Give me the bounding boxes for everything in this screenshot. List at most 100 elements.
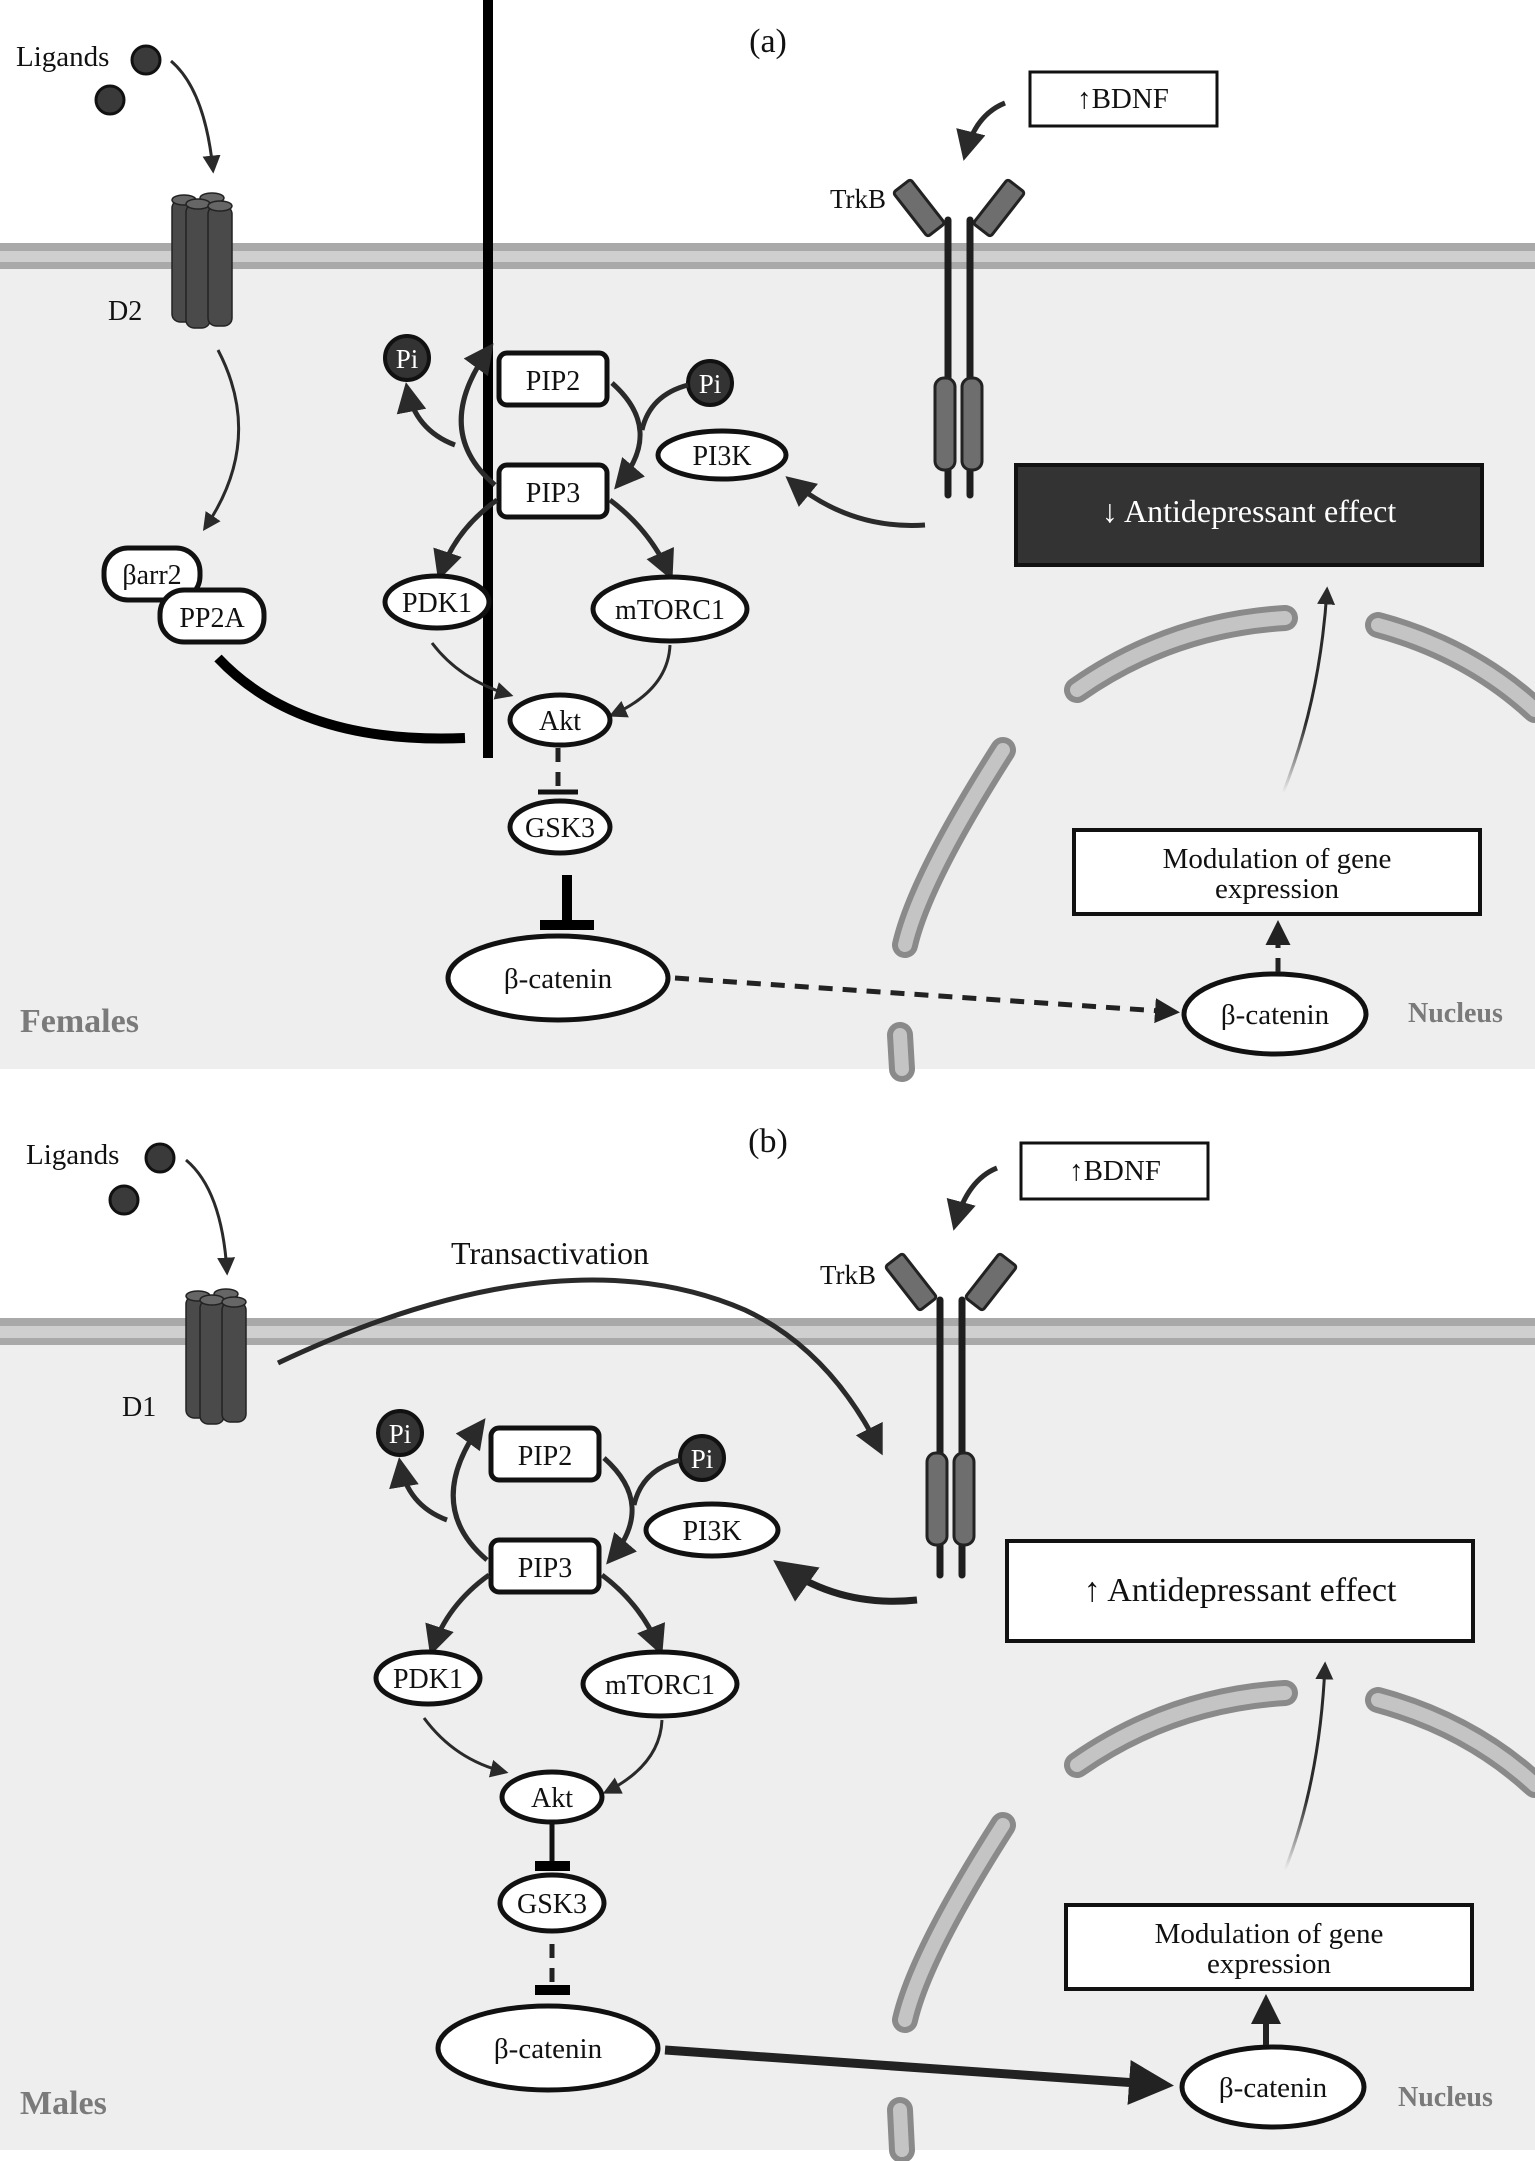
trkb-label: TrkB xyxy=(830,184,886,214)
bcatenin-nuc-label: β-catenin xyxy=(1221,999,1330,1031)
bcatenin-cyto-node xyxy=(435,2003,661,2093)
mtorc1-node xyxy=(580,1649,740,1719)
pi-left-label: Pi xyxy=(389,1419,412,1449)
gene-expression-line2: expression xyxy=(1207,1948,1332,1980)
bdnf-box xyxy=(1019,1141,1210,1201)
barr2-node xyxy=(101,545,203,603)
nucleus-label: Nucleus xyxy=(1398,2082,1493,2113)
gene-to-effect-arrow xyxy=(1283,1661,1334,1871)
pdk1-label: PDK1 xyxy=(393,1664,463,1695)
pip3-to-pip2-arrow xyxy=(458,343,497,487)
pi3k-node xyxy=(643,1501,781,1559)
nucleus-label: Nucleus xyxy=(1408,998,1503,1029)
pip2-node xyxy=(488,1425,602,1483)
akt-label: Akt xyxy=(539,706,581,737)
nuclear-envelope xyxy=(887,605,1535,1082)
gsk3-label: GSK3 xyxy=(525,813,595,844)
bdnf-label: ↑BDNF xyxy=(1077,83,1169,115)
pip2-label: PIP2 xyxy=(518,1441,572,1472)
effect-label: ↓ Antidepressant effect xyxy=(1102,493,1397,529)
pp2a-label: PP2A xyxy=(179,603,245,634)
pip3-to-pdk1-arrow xyxy=(433,497,499,581)
pi3k-label: PI3K xyxy=(692,441,751,472)
gene-to-effect-arrow xyxy=(1281,586,1336,794)
bcatenin-cyto-node xyxy=(445,933,671,1023)
mtorc1-label: mTORC1 xyxy=(605,1670,715,1701)
trkb-receptor-icon xyxy=(884,1252,1018,1579)
pdk1-to-akt-arrow xyxy=(430,642,514,700)
bcatenin-nuc-node xyxy=(1181,971,1369,1057)
transactivation-label: Transactivation xyxy=(451,1235,649,1271)
pip3-to-mtorc1-arrow xyxy=(600,1573,666,1656)
gene-expression-box xyxy=(1064,1903,1474,1991)
ligand-binding-arrow xyxy=(185,1158,236,1276)
panel-b: (b) Ligands D1 Transactivation Pi Pi PIP… xyxy=(0,1123,1535,2161)
gene-expression-box xyxy=(1072,828,1482,916)
pip3-to-pdk1-arrow xyxy=(425,1572,491,1656)
mtorc1-to-akt-arrow xyxy=(608,644,672,718)
bcatenin-cyto-label: β-catenin xyxy=(504,963,613,995)
barr2-label: βarr2 xyxy=(122,560,181,591)
bcatenin-nuc-node xyxy=(1179,2044,1367,2130)
akt-node xyxy=(499,1769,605,1825)
pip3-to-pip2-arrow xyxy=(450,1418,489,1562)
pip3-label: PIP3 xyxy=(526,478,580,509)
sex-label: Males xyxy=(20,2085,107,2122)
pip2-to-pip3-arrow xyxy=(602,1456,637,1565)
panel-label: (b) xyxy=(748,1123,788,1160)
ligand-binding-arrow xyxy=(170,59,221,174)
receptor-label: D2 xyxy=(108,296,142,327)
pdk1-node xyxy=(382,573,492,631)
pi-right-label: Pi xyxy=(691,1444,714,1474)
pdk1-node xyxy=(373,1649,483,1707)
pdk1-to-akt-arrow xyxy=(422,1717,509,1778)
pip2-node xyxy=(496,350,610,408)
pip3-node xyxy=(488,1537,602,1595)
mtorc1-node xyxy=(590,574,750,644)
ligands-label: Ligands xyxy=(16,41,109,73)
pip3-node xyxy=(496,462,610,520)
pip2-to-pip3-arrow xyxy=(610,381,645,490)
pi-right-node xyxy=(686,359,734,407)
bdnf-label: ↑BDNF xyxy=(1069,1155,1161,1187)
transactivation-arrow xyxy=(276,1277,883,1456)
plasma-membrane xyxy=(0,243,1535,269)
akt-label: Akt xyxy=(531,1783,573,1814)
bdnf-to-trkb-arrow xyxy=(946,1165,999,1231)
gene-expression-line1: Modulation of gene xyxy=(1155,1918,1384,1950)
gsk3-label: GSK3 xyxy=(517,1889,587,1920)
bdnf-to-trkb-arrow xyxy=(956,100,1007,161)
pip3-label: PIP3 xyxy=(518,1553,572,1584)
trkb-receptor-icon xyxy=(892,178,1026,499)
pdk1-label: PDK1 xyxy=(402,588,472,619)
bdnf-box xyxy=(1028,70,1219,128)
pi-right-label: Pi xyxy=(699,369,722,399)
pi-left-node xyxy=(383,334,431,382)
sex-label: Females xyxy=(20,1003,139,1040)
pi-to-pip3-arrow xyxy=(639,382,689,431)
trkb-to-pi3k-arrow xyxy=(785,476,926,528)
pi-to-pip3-arrow xyxy=(631,1457,681,1506)
bcatenin-nuc-label: β-catenin xyxy=(1219,2072,1328,2104)
gsk3-node xyxy=(497,1872,607,1934)
d1-receptor-icon xyxy=(185,1288,247,1425)
ligand-icon xyxy=(94,84,126,116)
pip3-to-mtorc1-arrow xyxy=(608,498,674,581)
pp2a-node xyxy=(157,587,267,645)
ligand-icon xyxy=(108,1184,140,1216)
gsk3-node xyxy=(507,798,613,856)
ligands-label: Ligands xyxy=(26,1139,119,1171)
ligand-icon xyxy=(144,1142,176,1174)
gene-expression-line2: expression xyxy=(1215,873,1340,905)
d2-to-barr2-arrow xyxy=(202,349,241,531)
bcatenin-translocation-arrow xyxy=(664,2045,1174,2105)
pip2-label: PIP2 xyxy=(526,366,580,397)
ligand-icon xyxy=(130,44,162,76)
panel-label: (a) xyxy=(749,23,787,60)
d2-receptor-icon xyxy=(171,192,233,329)
mtorc1-label: mTORC1 xyxy=(615,595,725,626)
bcatenin-cyto-label: β-catenin xyxy=(494,2033,603,2065)
effect-box xyxy=(1005,1539,1475,1643)
trkb-label: TrkB xyxy=(820,1260,876,1290)
